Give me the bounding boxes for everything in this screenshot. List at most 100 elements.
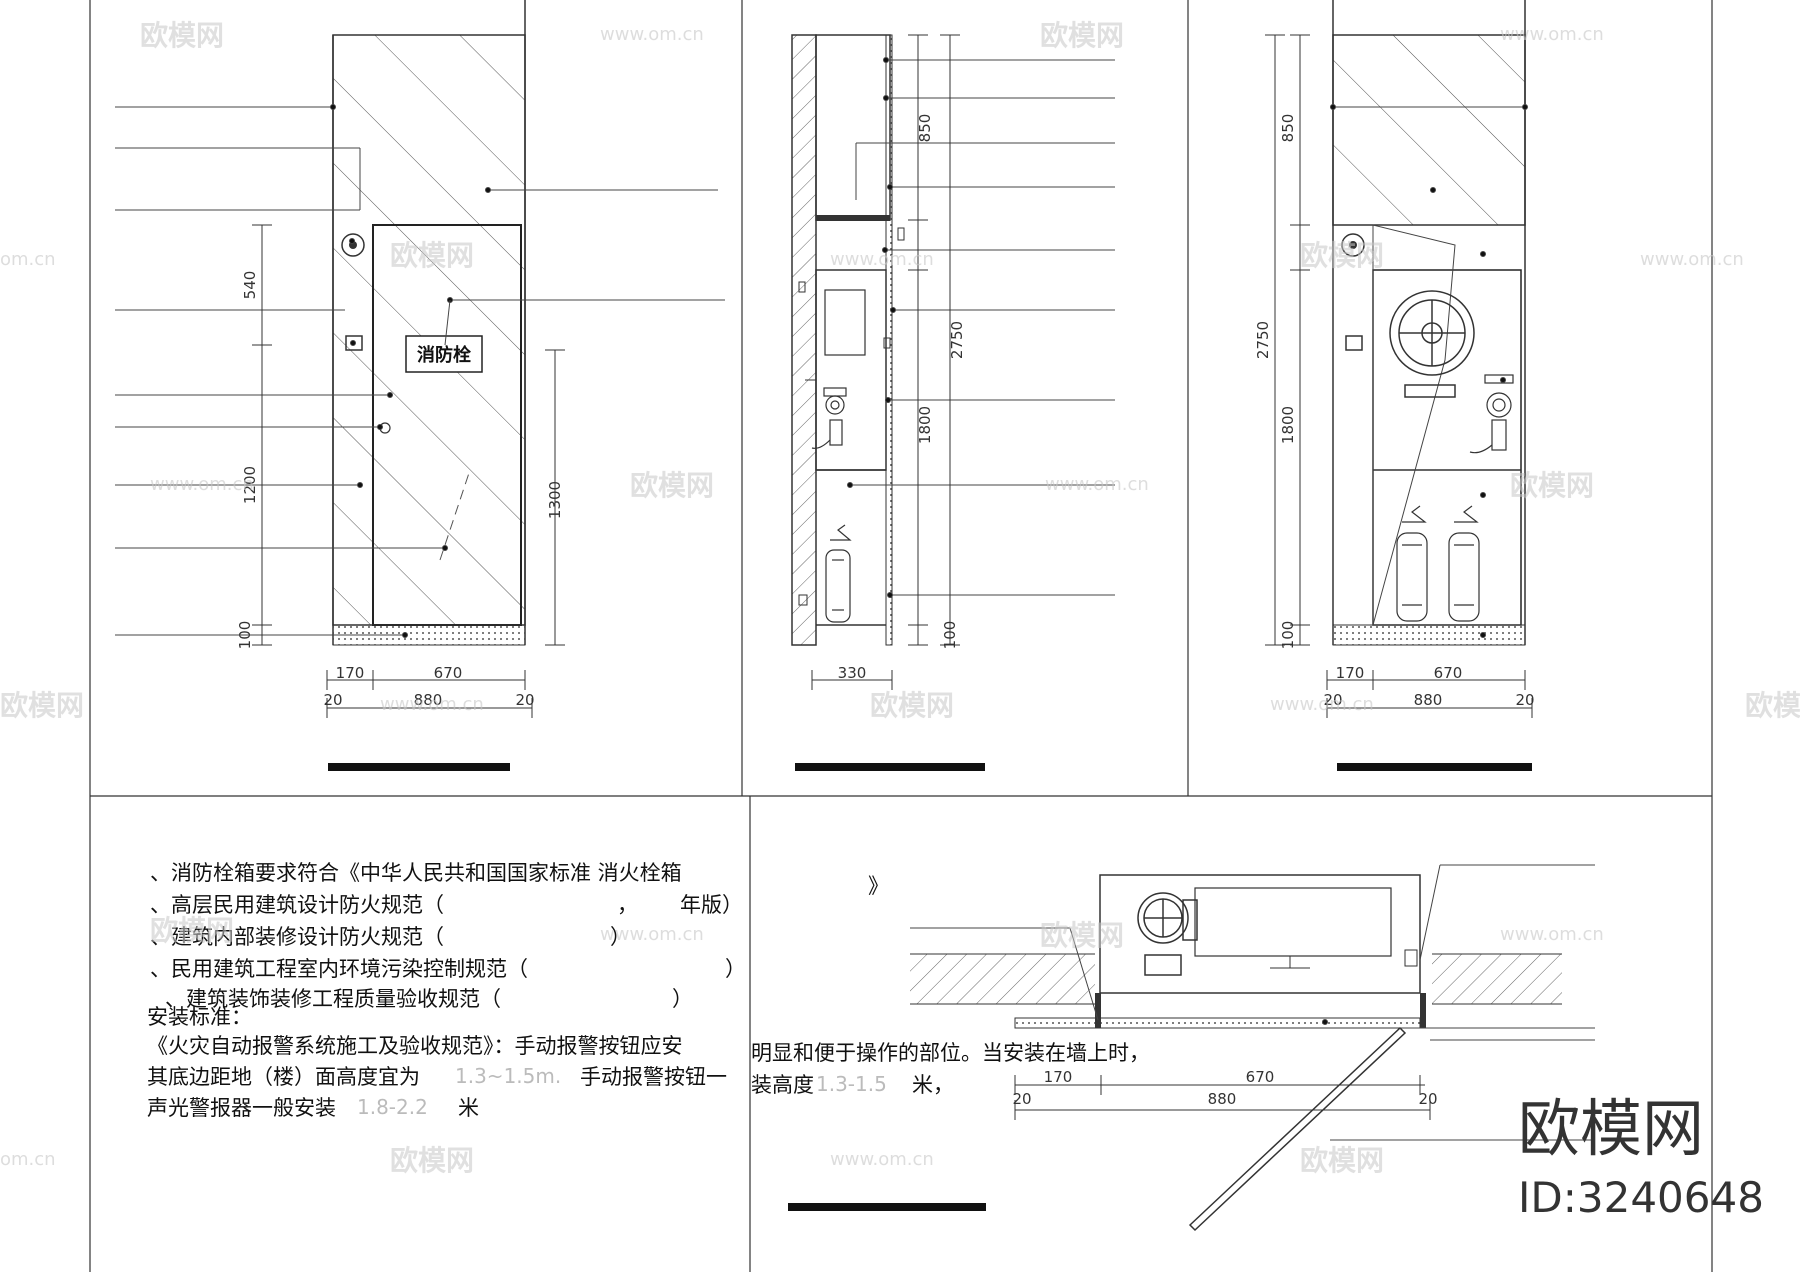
hydrant-valve-icon xyxy=(811,387,847,449)
plan-view: 170 670 20 880 20 xyxy=(788,864,1595,1232)
brand-logo-text: 欧模网 xyxy=(1518,1092,1704,1165)
note-line-1: 、消防栓箱要求符合《中华人民共和国国家标准 消火栓箱 xyxy=(150,861,682,885)
title-bar-middle xyxy=(795,763,985,771)
install-line-1-cont: 明显和便于操作的部位。当安装在墙上时， xyxy=(751,1041,1150,1065)
note-line-5: 、建筑装饰装修工程质量验收规范（ xyxy=(165,987,501,1011)
install-line-2-value: 1.3~1.5m. xyxy=(455,1064,561,1088)
note-line-2: 、高层民用建筑设计防火规范（ xyxy=(150,893,444,917)
watermark-brand: 欧模网 xyxy=(390,239,474,272)
title-bar-left xyxy=(328,763,510,771)
watermark-url: www.om.cn xyxy=(1500,24,1604,45)
watermark-url: www.om.cn xyxy=(830,249,934,270)
alarm-button-icon-right xyxy=(1345,335,1363,351)
dim-170: 170 xyxy=(1336,664,1365,682)
extinguisher-icon-a xyxy=(825,524,852,623)
hydrant-sign-text: 消防栓 xyxy=(417,344,471,366)
dim-1200: 1200 xyxy=(241,466,259,504)
dim-100: 100 xyxy=(1279,621,1297,650)
watermark-brand: 欧模网 xyxy=(870,689,954,722)
model-id: ID:3240648 xyxy=(1518,1173,1764,1222)
notes-block: 、消防栓箱要求符合《中华人民共和国国家标准 消火栓箱 》 、高层民用建筑设计防火… xyxy=(147,861,1150,1120)
watermark-url: om.cn xyxy=(0,249,56,270)
install-line-3-end: 米 xyxy=(458,1096,479,1120)
hydrant-sign xyxy=(405,335,483,373)
dim-880: 880 xyxy=(1414,691,1443,709)
dim-170: 170 xyxy=(1044,1068,1073,1086)
dim-1300: 1300 xyxy=(546,481,564,519)
watermark-brand: 欧模网 xyxy=(1510,469,1594,502)
dim-20: 20 xyxy=(1012,1090,1031,1108)
dim-850: 850 xyxy=(1279,114,1297,143)
watermarks: 欧模网 www.om.cn 欧模网 www.om.cn om.cn 欧模网 ww… xyxy=(0,19,1800,1177)
dim-540: 540 xyxy=(241,271,259,300)
elevation-left: 消防栓 540 1200 100 1300 xyxy=(115,0,725,771)
watermark-url: www.om.cn xyxy=(600,24,704,45)
dim-880: 880 xyxy=(1208,1090,1237,1108)
watermark-url: www.om.cn xyxy=(1270,694,1374,715)
hose-reel-icon xyxy=(1389,290,1475,398)
note-line-1-end: 》 xyxy=(868,874,889,898)
dim-2750: 2750 xyxy=(1254,321,1272,359)
watermark-brand: 欧模网 xyxy=(630,469,714,502)
install-line-2-cont: 手动报警按钮一 xyxy=(580,1065,727,1089)
note-line-3-end: ） xyxy=(610,925,631,949)
dim-20: 20 xyxy=(323,691,342,709)
dim-20: 20 xyxy=(1323,691,1342,709)
dim-100: 100 xyxy=(941,621,959,650)
note-line-5-end: ） xyxy=(672,987,693,1011)
watermark-brand: 欧模网 xyxy=(1745,689,1800,722)
dim-20b: 20 xyxy=(1515,691,1534,709)
dim-100: 100 xyxy=(236,621,254,650)
watermark-brand: 欧模网 xyxy=(390,1144,474,1177)
install-line-3: 声光警报器一般安装 xyxy=(147,1096,336,1120)
watermark-brand: 欧模网 xyxy=(1040,919,1124,952)
watermark-url: www.om.cn xyxy=(1045,474,1149,495)
dim-670: 670 xyxy=(1246,1068,1275,1086)
dim-20b: 20 xyxy=(1418,1090,1437,1108)
watermark-brand: 欧模网 xyxy=(1040,19,1124,52)
title-bar-right xyxy=(1337,763,1532,771)
note-line-2-end: 年版） xyxy=(680,893,743,917)
install-line-2b-value: 1.3-1.5 xyxy=(816,1072,887,1096)
dim-20b: 20 xyxy=(515,691,534,709)
valve-icon-right xyxy=(1469,374,1514,454)
install-standard-title: 安装标准： xyxy=(147,1005,252,1029)
watermark-brand: 欧模网 xyxy=(1300,1144,1384,1177)
watermark-url: www.om.cn xyxy=(150,474,254,495)
watermark-brand: 欧模网 xyxy=(0,689,84,722)
install-line-3-value: 1.8-2.2 xyxy=(357,1095,428,1119)
install-line-2b: 装高度 xyxy=(751,1073,814,1097)
alarm-button-icon xyxy=(345,335,363,351)
watermark-url: www.om.cn xyxy=(1500,924,1604,945)
watermark-url: om.cn xyxy=(0,1149,56,1170)
watermark-url: www.om.cn xyxy=(1640,249,1744,270)
watermark-url: www.om.cn xyxy=(830,1149,934,1170)
dim-170: 170 xyxy=(336,664,365,682)
note-line-2-comma: ， xyxy=(617,893,638,917)
hose-reel-plan-icon xyxy=(1137,892,1198,976)
elevation-right: 850 2750 1800 100 170 670 20 880 20 xyxy=(1254,0,1535,771)
dim-2750: 2750 xyxy=(948,321,966,359)
note-line-4-end: ） xyxy=(725,957,746,981)
dim-850: 850 xyxy=(916,114,934,143)
alarm-bell-icon-right xyxy=(1341,233,1365,257)
install-line-1: 《火灾自动报警系统施工及验收规范》：手动报警按钮应安 xyxy=(147,1034,683,1058)
watermark-url: www.om.cn xyxy=(380,694,484,715)
watermark-brand: 欧模网 xyxy=(1300,239,1384,272)
dim-880: 880 xyxy=(414,691,443,709)
title-bar-plan xyxy=(788,1203,986,1211)
dim-670: 670 xyxy=(434,664,463,682)
dim-330: 330 xyxy=(838,664,867,682)
extinguisher-icon-b xyxy=(1396,505,1480,622)
install-line-2: 其底边距地（楼）面高度宜为 xyxy=(147,1065,420,1089)
watermark-url: www.om.cn xyxy=(600,924,704,945)
dim-670: 670 xyxy=(1434,664,1463,682)
note-line-3: 、建筑内部装修设计防火规范（ xyxy=(150,925,444,949)
note-line-4: 、民用建筑工程室内环境污染控制规范（ xyxy=(150,957,528,981)
section-middle: 850 2750 1800 100 330 xyxy=(791,34,1115,771)
dim-1800: 1800 xyxy=(1279,406,1297,444)
install-line-2b-end: 米， xyxy=(912,1073,954,1097)
sheet-frame xyxy=(89,0,1713,1272)
alarm-bell-icon xyxy=(341,233,365,257)
